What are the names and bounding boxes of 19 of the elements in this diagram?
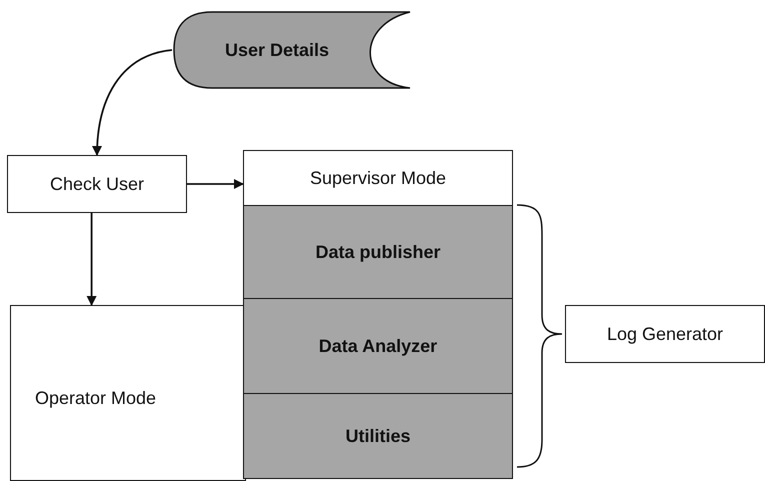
node-label: Check User [50, 174, 144, 194]
node-label: Supervisor Mode [310, 168, 446, 188]
arrow [86, 213, 97, 306]
process-box [565, 305, 765, 363]
module-box [243, 205, 513, 299]
process-box [243, 150, 513, 206]
node-label: Utilities [345, 426, 410, 446]
node-label: Data publisher [315, 242, 441, 262]
module-box [243, 298, 513, 394]
arrow [187, 179, 244, 189]
module-box [243, 393, 513, 479]
process-box [10, 305, 246, 481]
process-box [7, 155, 187, 213]
arrow [92, 49, 172, 156]
node-label: Log Generator [606, 324, 724, 344]
node-label: Data Analyzer [318, 336, 438, 356]
data-store-shape [172, 10, 412, 90]
node-label: Operator Mode [35, 388, 156, 408]
node-label: User Details [224, 40, 330, 60]
